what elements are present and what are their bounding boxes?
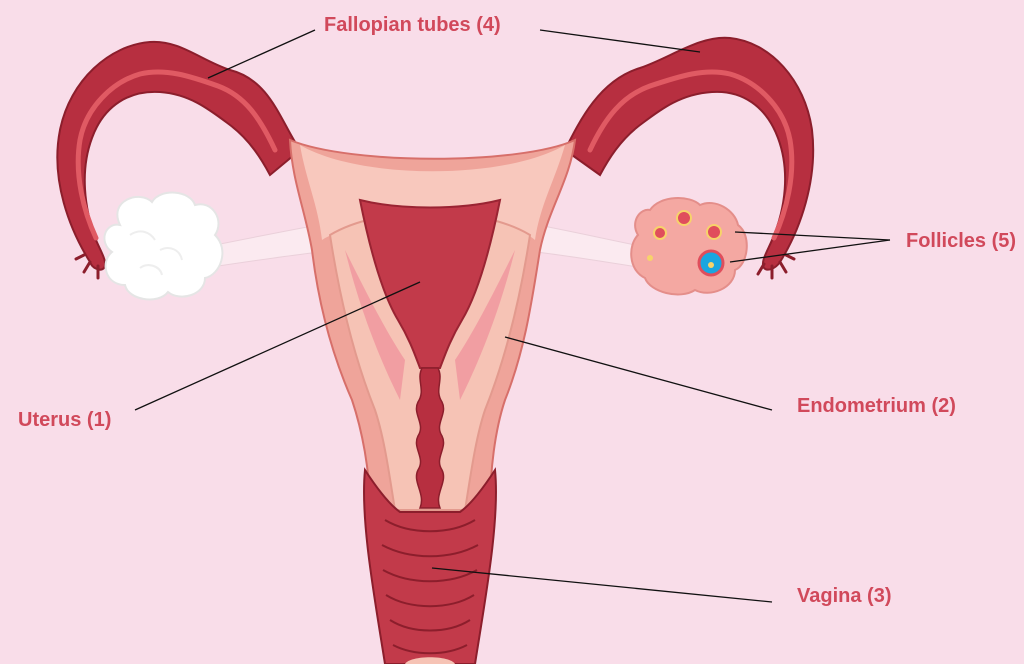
leader-line-fallopian-right xyxy=(540,30,700,52)
follicle xyxy=(707,225,721,239)
cervical-canal xyxy=(416,368,443,508)
right-ovary xyxy=(631,198,747,294)
label-uterus: Uterus (1) xyxy=(18,410,111,430)
label-vagina: Vagina (3) xyxy=(797,586,891,606)
leader-line-fallopian-left xyxy=(208,30,315,78)
label-follicles: Follicles (5) xyxy=(906,231,1016,251)
follicle xyxy=(647,255,653,261)
left-ovary xyxy=(104,193,222,300)
leader-line-follicles-upper xyxy=(735,232,890,240)
label-endometrium: Endometrium (2) xyxy=(797,396,956,416)
label-fallopian-tubes: Fallopian tubes (4) xyxy=(324,15,501,35)
follicle xyxy=(677,211,691,225)
follicle xyxy=(654,227,666,239)
leader-line-endometrium xyxy=(505,337,772,410)
leader-line-follicles-lower xyxy=(730,240,890,262)
